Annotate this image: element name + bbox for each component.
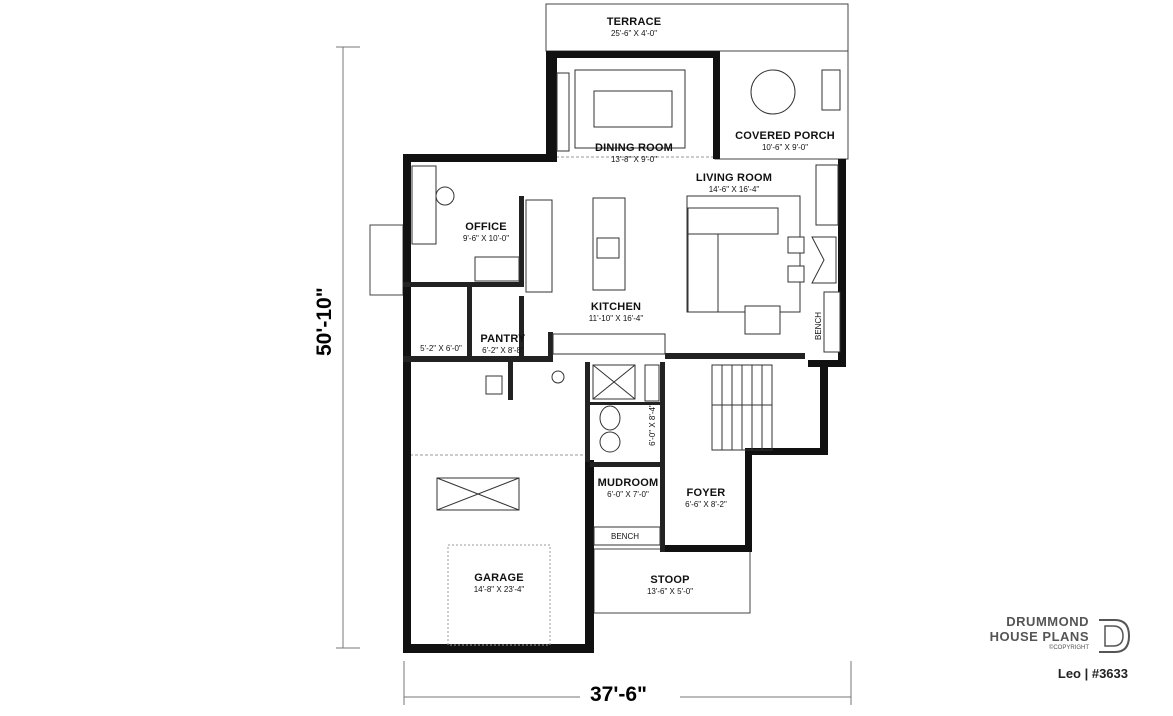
overall-width-dimension: 37'-6"	[590, 683, 647, 706]
exterior-walls	[403, 51, 846, 653]
room-name: FOYER	[686, 487, 726, 499]
brand-line1: DRUMMOND	[1006, 614, 1089, 629]
dining-table	[556, 69, 686, 152]
bench-living-label: BENCH	[814, 311, 823, 340]
room-dims: 5'-2" X 6'-0"	[420, 344, 462, 353]
room-pantry: PANTRY 6'-2" X 8'-8"	[480, 333, 525, 356]
room-stoop: STOOP 13'-6" X 5'-0"	[647, 574, 693, 597]
bath-fixtures	[485, 364, 660, 453]
overall-depth-dimension: 50'-10"	[313, 287, 336, 356]
garage-marks	[436, 477, 551, 646]
room-name: STOOP	[650, 574, 690, 586]
room-dims: 6'-6" X 8'-2"	[685, 500, 727, 509]
room-mudroom: MUDROOM 6'-0" X 7'-0"	[598, 477, 659, 500]
room-name: KITCHEN	[590, 301, 642, 313]
brand-block: DRUMMOND HOUSE PLANS ©COPYRIGHT	[965, 614, 1089, 652]
room-dims: 14'-6" X 16'-4"	[708, 185, 760, 194]
room-dims: 10'-6" X 9'-0"	[761, 143, 809, 152]
office-desk	[411, 165, 520, 282]
room-dims: 6'-0" X 7'-0"	[607, 490, 649, 499]
room-name: DINING ROOM	[595, 142, 673, 154]
brand-line2: HOUSE PLANS	[989, 629, 1089, 644]
living-sofa	[686, 164, 841, 353]
terrace-outline	[545, 3, 849, 52]
room-bath: 6'-0" X 8'-4"	[648, 404, 658, 446]
room-dims: 25'-6" X 4'-0"	[610, 29, 658, 38]
room-dims: 9'-6" X 10'-0"	[462, 234, 510, 243]
interior-walls	[403, 196, 805, 552]
brand-logo-icon	[1099, 619, 1131, 653]
room-terrace: TERRACE 25'-6" X 4'-0"	[607, 16, 662, 39]
bench-mudroom-label: BENCH	[611, 532, 640, 541]
room-dims: 6'-2" X 8'-8"	[482, 346, 524, 355]
kitchen-counters	[525, 197, 666, 355]
brand-copyright: ©COPYRIGHT	[1048, 645, 1089, 651]
room-name: LIVING ROOM	[695, 172, 773, 184]
room-covered-porch: COVERED PORCH 10'-6" X 9'-0"	[735, 130, 835, 153]
room-dims: 13'-8" X 9'-0"	[610, 155, 658, 164]
mudroom-bench	[593, 526, 661, 546]
room-dims: 11'-10" X 16'-4"	[588, 314, 644, 323]
room-name: GARAGE	[474, 572, 524, 584]
room-dining: DINING ROOM 13'-8" X 9'-0"	[595, 142, 673, 165]
room-garage: GARAGE 14'-8" X 23'-4"	[474, 572, 525, 595]
room-living: LIVING ROOM 14'-6" X 16'-4"	[696, 172, 772, 195]
room-foyer: FOYER 6'-6" X 8'-2"	[685, 487, 727, 510]
room-kitchen: KITCHEN 11'-10" X 16'-4"	[589, 301, 643, 324]
room-dims: 14'-8" X 23'-4"	[473, 585, 525, 594]
room-dims: 6'-0" X 8'-4"	[647, 404, 657, 446]
room-name: PANTRY	[480, 333, 526, 345]
stairs	[711, 364, 773, 451]
room-name: TERRACE	[606, 16, 662, 28]
room-name: OFFICE	[465, 221, 507, 233]
room-name: MUDROOM	[597, 477, 659, 489]
dimension-lines	[336, 46, 852, 705]
room-closet: 5'-2" X 6'-0"	[420, 344, 462, 354]
room-name: COVERED PORCH	[735, 130, 835, 142]
room-office: OFFICE 9'-6" X 10'-0"	[463, 221, 509, 244]
porch-furniture	[750, 69, 841, 115]
room-dims: 13'-6" X 5'-0"	[646, 587, 694, 596]
plan-id: Leo | #3633	[1057, 666, 1128, 681]
